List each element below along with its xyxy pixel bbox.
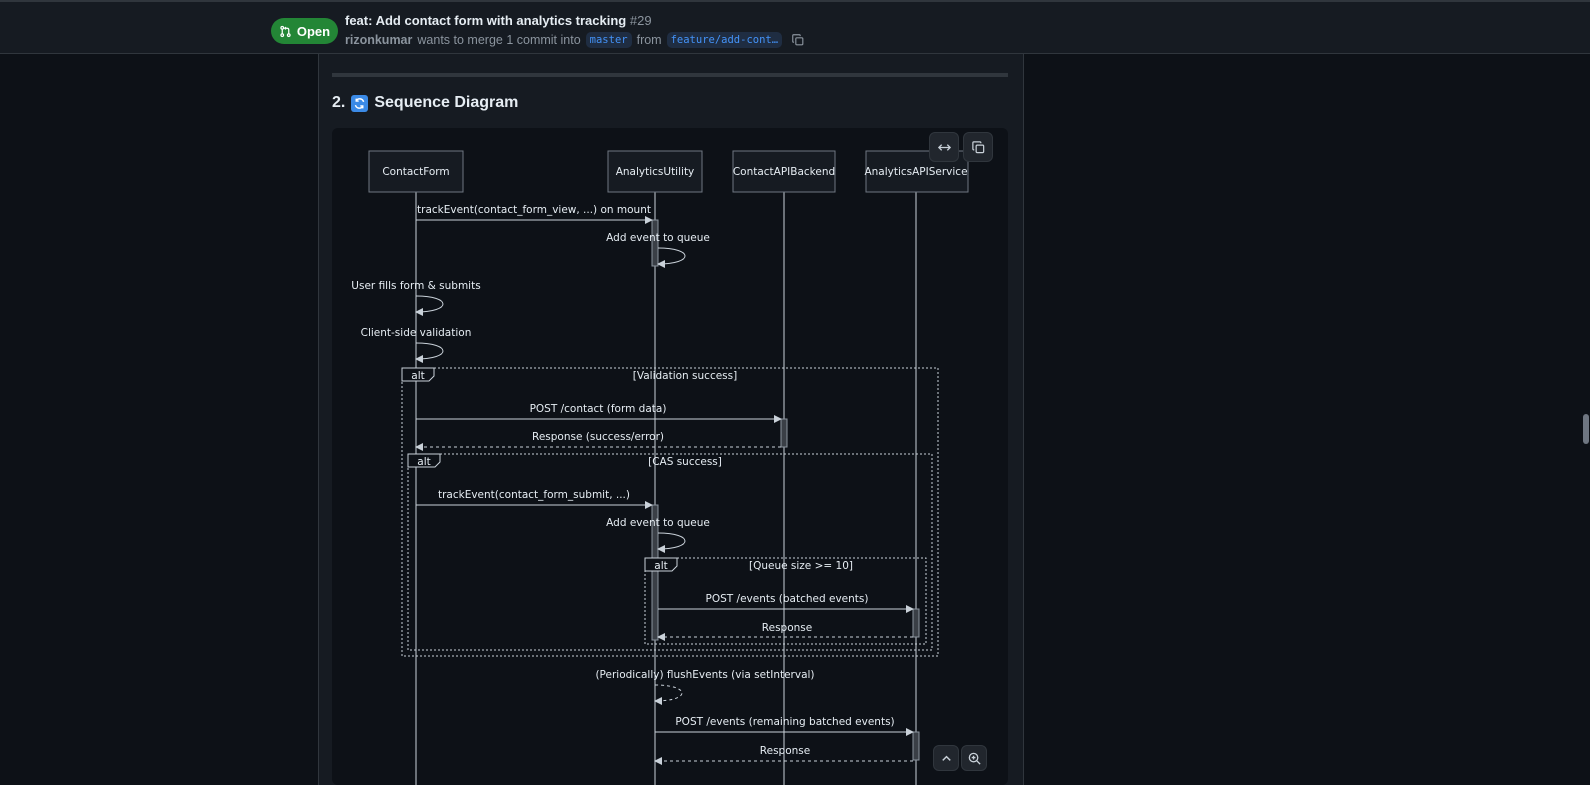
- message-label: trackEvent(contact_form_submit, ...): [438, 489, 630, 501]
- message-label: Response (success/error): [532, 431, 664, 443]
- participant-contactapibackend: ContactAPIBackend: [732, 150, 836, 193]
- pr-merge-text: wants to merge 1 commit into: [417, 33, 581, 47]
- pr-state-badge: Open: [271, 18, 338, 44]
- pr-state-label: Open: [296, 23, 331, 39]
- message-label: POST /contact (form data): [530, 403, 667, 415]
- participant-contactform: ContactForm: [368, 150, 464, 193]
- copy-icon: [971, 140, 984, 153]
- base-branch[interactable]: master: [585, 32, 632, 48]
- participant-label: ContactAPIBackend: [733, 166, 835, 178]
- fragment-condition: [Validation success]: [633, 370, 737, 382]
- message-label: POST /events (batched events): [706, 593, 869, 605]
- page-scrollbar-thumb[interactable]: [1583, 414, 1589, 444]
- message-label: (Periodically) flushEvents (via setInter…: [595, 669, 814, 681]
- fragment-kind: alt: [417, 456, 430, 468]
- pr-from-text: from: [636, 33, 662, 47]
- message-label: Add event to queue: [606, 517, 710, 529]
- zoom-in-icon: [968, 752, 981, 765]
- self-message-arrow: [657, 247, 686, 268]
- participant-analyticsutility: AnalyticsUtility: [607, 150, 703, 193]
- self-message-arrow: [415, 295, 444, 316]
- participant-label: AnalyticsAPIService: [864, 166, 967, 178]
- head-branch[interactable]: feature/add-cont…: [666, 32, 783, 48]
- message-label: Response: [762, 622, 812, 634]
- alt-fragment-queue: alt [Queue size >= 10]: [644, 557, 927, 645]
- self-message-arrow: [654, 684, 683, 705]
- alt-fragment-validation: alt [Validation success]: [401, 367, 939, 657]
- chevron-up-icon: [941, 755, 951, 761]
- sequence-diagram: ContactForm AnalyticsUtility ContactAPIB…: [351, 150, 969, 785]
- section-title: Sequence Diagram: [374, 94, 519, 111]
- mermaid-diagram: ContactForm AnalyticsUtility ContactAPIB…: [332, 128, 1008, 785]
- message-label: Add event to queue: [606, 232, 710, 244]
- copy-diagram-button[interactable]: [963, 132, 993, 162]
- message-label: User fills form & submits: [351, 280, 480, 292]
- participant-label: ContactForm: [382, 166, 449, 178]
- pr-sticky-header: Open feat: Add contact form with analyti…: [0, 0, 1590, 54]
- expand-diagram-button[interactable]: [929, 132, 959, 162]
- pr-author[interactable]: rizonkumar: [345, 33, 413, 47]
- zoom-in-button[interactable]: [961, 745, 987, 771]
- refresh-icon: [351, 94, 369, 112]
- pr-title-text: feat: Add contact form with analytics tr…: [345, 13, 627, 28]
- participant-label: AnalyticsUtility: [616, 166, 695, 178]
- fragment-condition: [Queue size >= 10]: [749, 560, 853, 572]
- self-message-arrow: [657, 532, 686, 553]
- section-divider: [332, 73, 1008, 77]
- pr-number: #29: [629, 13, 652, 28]
- activation-bar: [912, 731, 920, 761]
- alt-fragment-cas: alt [CAS success]: [407, 453, 933, 651]
- section-number: 2.: [332, 94, 346, 111]
- activation-bar: [780, 418, 788, 448]
- fragment-kind: alt: [411, 370, 424, 382]
- activation-bar: [651, 219, 659, 267]
- self-message-arrow: [415, 342, 444, 363]
- activation-bar: [651, 504, 659, 641]
- copy-icon[interactable]: [791, 33, 805, 47]
- fragment-kind: alt: [654, 560, 667, 572]
- pr-meta: rizonkumar wants to merge 1 commit into …: [345, 32, 805, 48]
- message-label: trackEvent(contact_form_view, ...) on mo…: [417, 204, 651, 216]
- section-heading: 2. Sequence Diagram: [332, 94, 518, 112]
- pan-up-button[interactable]: [933, 745, 959, 771]
- arrows-horizontal-icon: [937, 143, 951, 151]
- git-pull-request-icon: [280, 25, 291, 37]
- message-label: POST /events (remaining batched events): [675, 716, 894, 728]
- activation-bar: [912, 608, 920, 638]
- message-label: Response: [760, 745, 810, 757]
- fragment-condition: [CAS success]: [648, 456, 722, 468]
- message-label: Client-side validation: [361, 327, 472, 339]
- pr-title[interactable]: feat: Add contact form with analytics tr…: [345, 13, 652, 28]
